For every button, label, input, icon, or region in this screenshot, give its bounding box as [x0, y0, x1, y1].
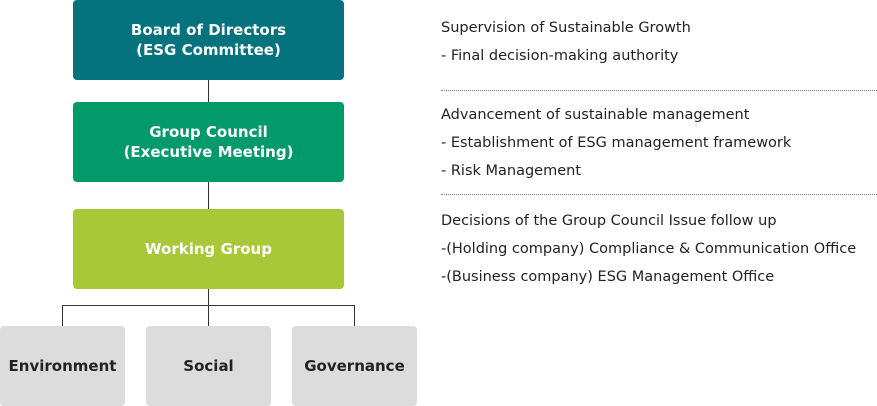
board-description-item: - Final decision-making authority — [441, 48, 679, 64]
social-label: Social — [183, 357, 234, 375]
board-description-title: Supervision of Sustainable Growth — [441, 20, 691, 36]
governance-label: Governance — [304, 357, 405, 375]
working-box-title: Working Group — [145, 240, 272, 258]
council-description-item: - Risk Management — [441, 163, 582, 179]
council-box-subtitle: (Executive Meeting) — [123, 143, 294, 161]
council-description: Advancement of sustainable management - … — [441, 101, 791, 185]
environment-label: Environment — [8, 357, 117, 375]
dotted-divider — [441, 90, 877, 91]
working-description-title: Decisions of the Group Council Issue fol… — [441, 213, 777, 229]
connector-working-trunk — [208, 289, 209, 305]
group-council-box: Group Council (Executive Meeting) — [73, 102, 344, 182]
working-group-box: Working Group — [73, 209, 344, 289]
council-description-title: Advancement of sustainable management — [441, 107, 750, 123]
council-description-item: - Establishment of ESG management framew… — [441, 135, 792, 151]
connector-council-working — [208, 182, 209, 209]
connector-branch-governance — [354, 305, 355, 326]
board-description: Supervision of Sustainable Growth - Fina… — [441, 14, 691, 70]
dotted-divider — [441, 194, 877, 195]
working-group-description: Decisions of the Group Council Issue fol… — [441, 207, 856, 291]
environment-box: Environment — [0, 326, 125, 406]
board-of-directors-box: Board of Directors (ESG Committee) — [73, 0, 344, 80]
board-box-title: Board of Directors — [130, 21, 287, 39]
connector-branch-social — [208, 305, 209, 326]
social-box: Social — [146, 326, 271, 406]
working-description-item: -(Business company) ESG Management Offic… — [441, 269, 775, 285]
connector-board-council — [208, 80, 209, 102]
governance-box: Governance — [292, 326, 417, 406]
council-box-title: Group Council — [149, 123, 268, 141]
connector-branch-environment — [62, 305, 63, 326]
board-box-subtitle: (ESG Committee) — [136, 41, 281, 59]
working-description-item: -(Holding company) Compliance & Communic… — [441, 241, 857, 257]
